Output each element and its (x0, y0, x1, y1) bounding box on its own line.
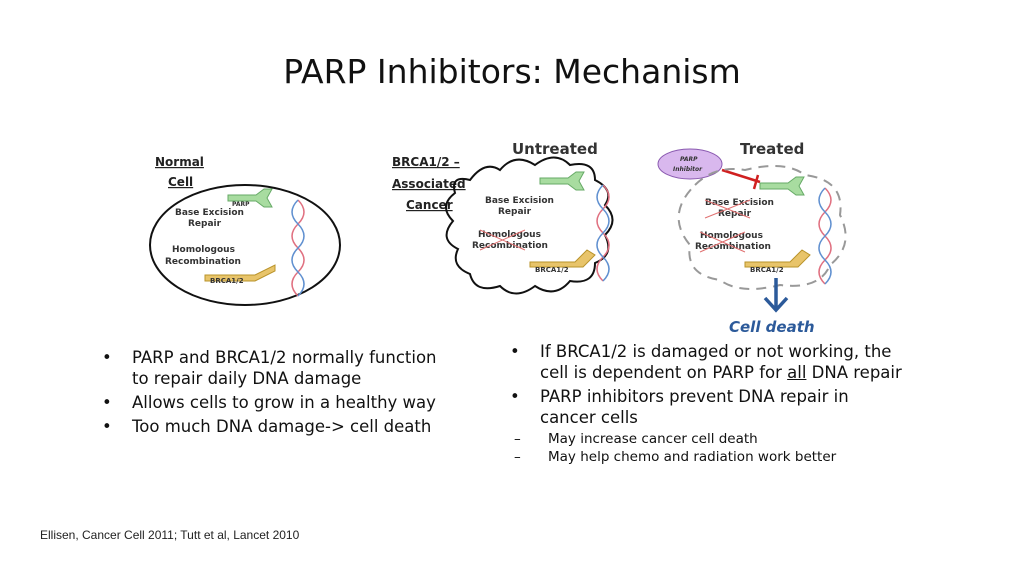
left-bullets: PARP and BRCA1/2 normally function to re… (100, 347, 440, 440)
cancer-label-3: Cancer (406, 198, 453, 212)
hr-label: Homologous (172, 245, 235, 255)
dna-icon (818, 187, 832, 285)
hr-label-2: Recombination (165, 257, 241, 267)
treated-cell (677, 165, 847, 290)
hr-label: Homologous (700, 231, 763, 241)
cell-death-label: Cell death (729, 318, 815, 336)
ber-label-2: Repair (498, 207, 532, 217)
citation: Ellisen, Cancer Cell 2011; Tutt et al, L… (40, 528, 300, 542)
bullet-item: Allows cells to grow in a healthy way (100, 392, 440, 413)
hr-label: Homologous (478, 230, 541, 240)
ber-label-2: Repair (718, 209, 752, 219)
sub-bullet: May help chemo and radiation work better (508, 449, 848, 465)
sub-bullet: May increase cancer cell death (508, 431, 908, 447)
brca-icon (744, 249, 811, 268)
ber-label-2: Repair (188, 219, 222, 229)
bullet-item: PARP and BRCA1/2 normally function to re… (100, 347, 440, 389)
bullet-item: If BRCA1/2 is damaged or not working, th… (508, 341, 908, 383)
parp-wrench-icon (227, 188, 273, 208)
untreated-heading: Untreated (512, 140, 598, 158)
brca-label: BRCA1/2 (750, 266, 784, 274)
parp-inhibitor-icon (657, 148, 723, 180)
normal-label-1: Normal (155, 155, 204, 169)
bullet-item: PARP inhibitors prevent DNA repair in ca… (508, 386, 908, 428)
blocked-cross (699, 199, 751, 253)
parp-label: PARP (232, 201, 250, 208)
hr-label-2: Recombination (472, 241, 548, 251)
slide-title: PARP Inhibitors: Mechanism (283, 52, 741, 91)
treated-heading: Treated (740, 140, 804, 158)
ber-label: Base Excision (175, 208, 244, 218)
blocked-cross (479, 229, 526, 251)
cancer-label-1: BRCA1/2 – (392, 155, 460, 169)
brca-label: BRCA1/2 (210, 277, 244, 285)
parp-wrench-icon (539, 171, 585, 191)
dna-icon (291, 199, 305, 297)
inhibitor-label: PARP (680, 156, 698, 163)
inhibitor-label-2: Inhibitor (673, 166, 703, 173)
right-bullets: If BRCA1/2 is damaged or not working, th… (508, 341, 908, 467)
ber-label: Base Excision (705, 198, 774, 208)
normal-cell (149, 184, 341, 306)
cancer-label-2: Associated (392, 177, 466, 191)
brca-icon (204, 264, 276, 282)
brca-label: BRCA1/2 (535, 266, 569, 274)
parp-wrench-icon (759, 176, 805, 196)
normal-label-2: Cell (168, 175, 193, 189)
brca-icon (529, 249, 596, 268)
down-arrow-icon (763, 278, 789, 313)
cancer-cell (445, 156, 614, 295)
block-arrow-icon (721, 168, 761, 190)
bullet-item: Too much DNA damage-> cell death (100, 416, 440, 437)
ber-label: Base Excision (485, 196, 554, 206)
